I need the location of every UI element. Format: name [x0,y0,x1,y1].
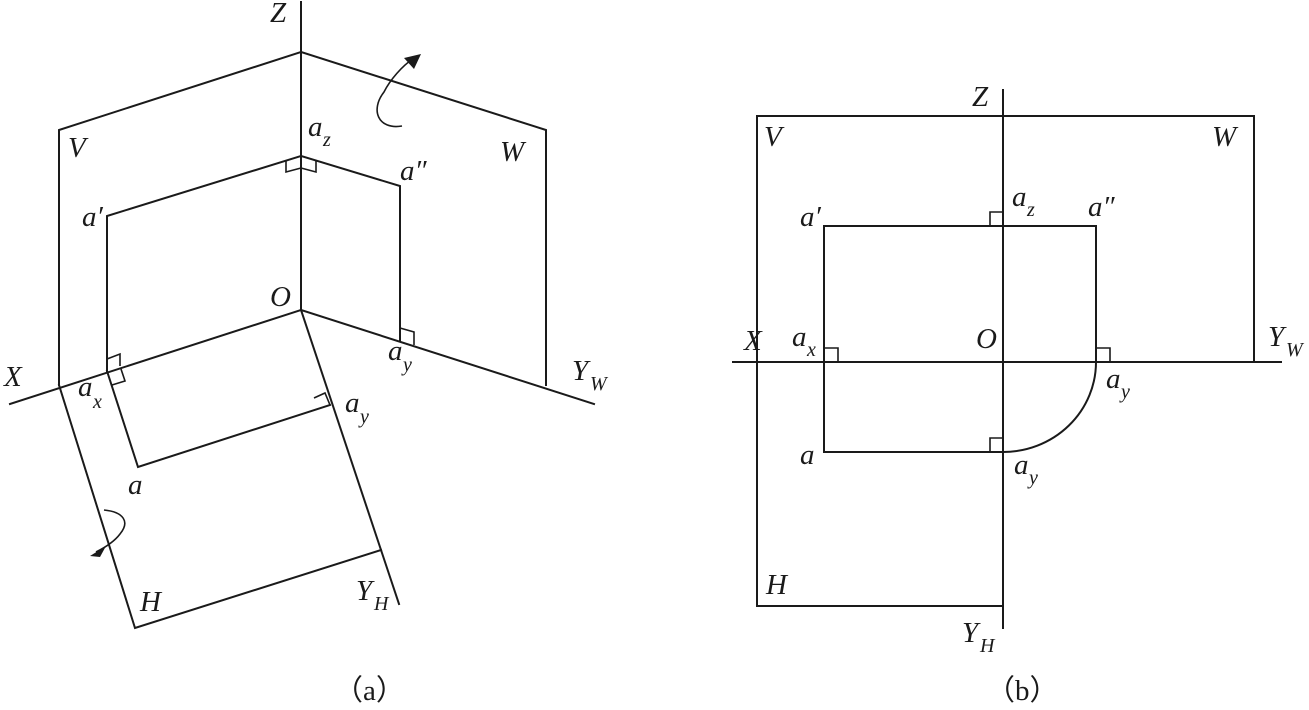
a-right-angle-ay-w [399,327,415,345]
b-transfer-arc [1001,360,1098,454]
b-ayw-label: a [1106,363,1121,395]
a-right-angle-ax-v [106,352,121,366]
a-ax-sub: x [92,391,102,413]
b-a-label: a [800,439,815,471]
a-x-axis [8,308,303,406]
a-w-plane [299,50,547,386]
b-w-label: W [1212,121,1239,153]
a-a-projection [105,369,332,469]
a-right-angle-az-right [300,160,317,174]
b-v-label: V [764,121,785,153]
a-h-rotation-arrowhead [90,546,106,557]
a-w-rotation-arrow [376,57,415,128]
b-right-angle-ayw [1096,347,1111,362]
b-z-label: Z [972,81,989,113]
b-ayh-sub: y [1027,467,1038,489]
b-origin-label: O [976,323,997,355]
a-right-angle-ay-h [313,391,331,406]
a-h-plane [57,383,383,630]
a-right-angle-ax-h [111,368,127,386]
b-right-angle-az [989,211,1003,226]
a-yw-axis [299,308,596,406]
a-yh-sub: H [373,593,390,615]
b-ayw-sub: y [1119,381,1130,403]
a-ayw-sub: y [401,354,412,376]
b-yh-sub: H [979,635,996,657]
b-right-angle-ayh [989,437,1003,452]
a-right-angle-az-left [285,160,302,174]
a-aprime-label: a′ [82,201,104,233]
a-ayh-label: a [345,387,360,419]
b-ax-label: a [792,321,807,353]
a-w-label: W [500,136,527,168]
a-adprime-projection [299,154,401,341]
b-aprime-label: a′ [800,201,822,233]
a-w-rotation-arrowhead [404,54,421,69]
b-ayh-label: a [1014,449,1029,481]
a-v-plane [58,50,303,386]
a-yw-sub: W [590,373,609,395]
a-yh-label: Y [356,575,375,607]
a-origin-label: O [270,281,291,313]
b-x-label: X [743,325,763,357]
b-aprime-projection [823,225,1097,453]
b-ax-sub: x [806,339,816,361]
a-ayw-label: a [388,335,403,367]
a-ax-label: a [78,371,93,403]
b-h-label: H [765,569,789,601]
b-h-frame [756,361,1004,607]
a-ayh-sub: y [358,406,369,428]
b-yh-label: Y [962,617,981,649]
b-yw-label: Y [1268,321,1287,353]
a-yw-label: Y [572,355,591,387]
b-caption: （b） [986,675,1059,707]
a-z-label: Z [270,0,287,29]
a-h-label: H [139,586,163,618]
a-a-label: a [128,469,143,501]
a-az-sub: z [322,129,331,151]
b-right-angle-ax [824,347,839,362]
a-x-label: X [3,361,23,393]
a-aprime-projection [106,154,303,372]
a-adprime-label: a″ [400,155,428,187]
b-az-label: a [1012,181,1027,213]
a-yh-axis [299,308,401,606]
b-frame [756,115,1255,363]
a-az-label: a [308,111,323,143]
b-yw-sub: W [1286,339,1305,361]
b-adprime-label: a″ [1088,191,1116,223]
figure-b: Z V W a′ a z a″ X a x O Y W a y a a y H … [732,81,1305,707]
a-v-label: V [68,132,89,164]
b-az-sub: z [1026,199,1035,221]
a-caption: （a） [334,675,405,707]
figure-a: Z V W a z a′ a″ O a y Y W X a x a y a H … [3,0,609,707]
